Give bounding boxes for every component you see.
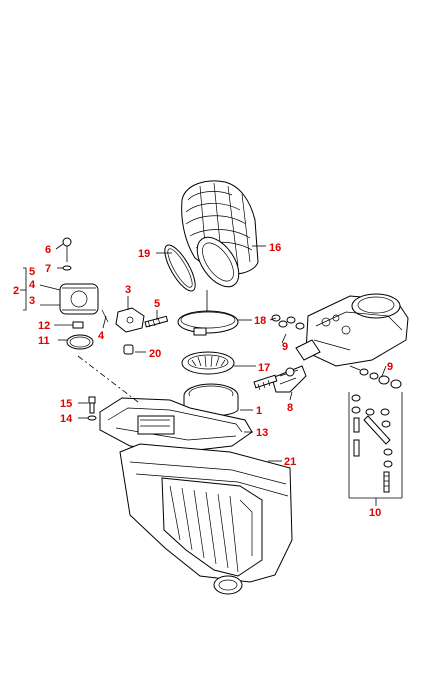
callout-13: 13 [256, 427, 268, 439]
callout-8: 8 [287, 402, 293, 414]
idle-valve-assembly-drawing [59, 237, 169, 355]
callout-labels: 6 7 5 4 2 3 3 5 12 4 11 20 19 16 18 9 9 … [13, 242, 393, 519]
callout-16: 16 [269, 242, 281, 254]
callout-3: 3 [29, 295, 35, 307]
callout-3: 3 [125, 284, 131, 296]
bolt-15-drawing [87, 396, 97, 421]
air-mass-meter-1-drawing [183, 383, 239, 417]
callout-9: 9 [387, 361, 393, 373]
small-parts-9-right-drawing [349, 365, 402, 389]
intake-hose-drawing [181, 180, 259, 288]
callout-21: 21 [284, 456, 296, 468]
filter-housing-lower-drawing [119, 443, 293, 595]
throttle-body-drawing [295, 293, 409, 367]
hose-clamp-18-drawing [177, 310, 239, 336]
callout-19: 19 [138, 248, 150, 260]
hose-clamp-19-drawing [164, 244, 196, 292]
callout-14: 14 [60, 413, 73, 425]
callout-11: 11 [38, 335, 50, 347]
callout-2: 2 [13, 285, 19, 297]
small-parts-9-left-drawing [271, 314, 305, 330]
callout-4: 4 [98, 330, 105, 342]
callout-17: 17 [258, 362, 270, 374]
callout-15: 15 [60, 398, 72, 410]
callout-9: 9 [282, 341, 288, 353]
callout-20: 20 [149, 348, 161, 360]
filter-housing-upper-drawing [99, 397, 253, 453]
callout-4: 4 [29, 279, 36, 291]
callout-18: 18 [254, 315, 266, 327]
callout-6: 6 [45, 244, 51, 256]
fastener-kit-10-drawing [348, 392, 403, 499]
callout-10: 10 [369, 507, 381, 519]
callout-1: 1 [256, 405, 262, 417]
callout-5: 5 [154, 298, 160, 310]
seal-ring-17-drawing [181, 351, 235, 375]
callout-12: 12 [38, 320, 50, 332]
leader-lines [20, 243, 387, 506]
callout-5: 5 [29, 266, 35, 278]
bracket-8-drawing [253, 365, 307, 393]
callout-7: 7 [45, 263, 51, 275]
